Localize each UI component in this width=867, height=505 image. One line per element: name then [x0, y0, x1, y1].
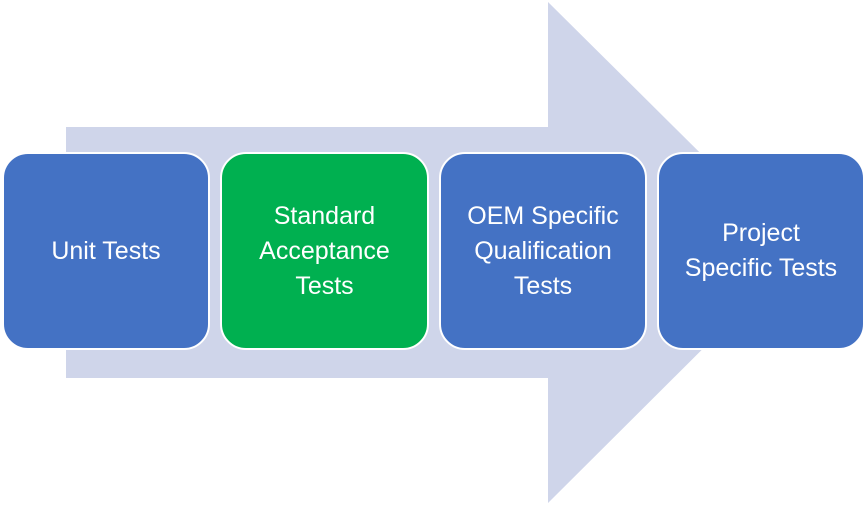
step-label: Unit Tests [51, 236, 161, 265]
step-project-specific-tests: Project Specific Tests [657, 152, 865, 350]
step-label: Project Specific Tests [684, 219, 838, 282]
step-unit-tests: Unit Tests [2, 152, 210, 350]
step-standard-acceptance-tests: Standard Acceptance Tests [220, 152, 429, 350]
step-label: OEM Specific Qualification Tests [467, 201, 619, 300]
arrow-shape [66, 2, 800, 503]
step-oem-specific-qualification-tests: OEM Specific Qualification Tests [439, 152, 647, 350]
step-label: Standard Acceptance Tests [259, 201, 390, 300]
